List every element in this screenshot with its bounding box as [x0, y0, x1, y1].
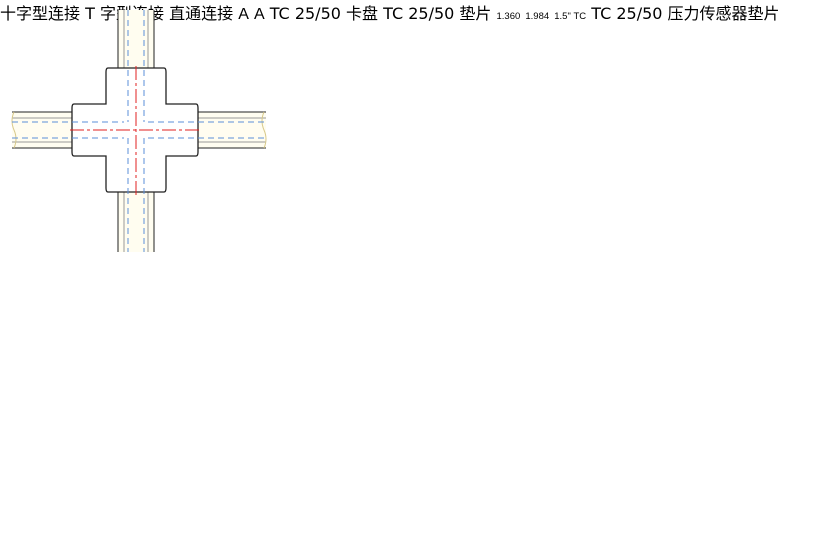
cross-connection-caption: 十字型连接: [0, 4, 81, 23]
height-dimension-label: 1.984: [525, 11, 550, 22]
clamp-caption: TC 25/50 卡盘: [269, 4, 379, 23]
width-dimension-label: 1.360: [496, 11, 521, 22]
size-label: 1.5" TC: [554, 11, 587, 22]
cross-connection-drawing: [11, 10, 267, 252]
straight-connection-caption: 直通连接: [169, 4, 234, 23]
section-mark-right: A: [253, 6, 265, 23]
sensor-gasket-caption: TC 25/50 压力传感器垫片: [591, 4, 780, 23]
section-mark-left: A: [238, 6, 249, 23]
gasket-caption: TC 25/50 垫片: [383, 4, 492, 23]
